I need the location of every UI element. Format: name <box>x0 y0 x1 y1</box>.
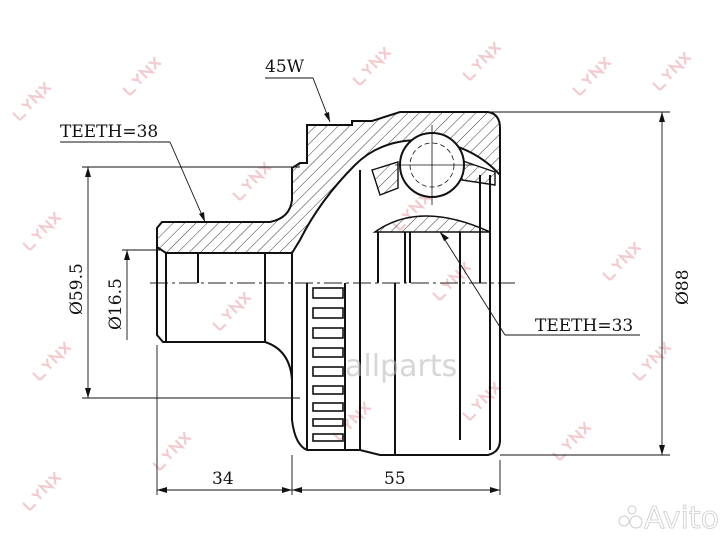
avito-dot-icon <box>618 515 630 527</box>
arrowheads <box>85 112 665 493</box>
diameter-88-label: Ø88 <box>673 269 693 305</box>
allparts-watermark: allparts <box>345 349 457 384</box>
length-55-label: 55 <box>384 469 406 489</box>
diameter-16-label: Ø16.5 <box>106 278 126 330</box>
outer-teeth-label: TEETH=38 <box>60 122 158 142</box>
avito-dot-icon <box>627 505 637 515</box>
avito-logo: Avito <box>618 501 719 536</box>
abs-ring <box>312 287 344 442</box>
avito-wordmark: Avito <box>644 501 719 536</box>
cage-left <box>371 161 399 196</box>
diameter-59-label: Ø59.5 <box>67 263 87 315</box>
seal-type-label: 45W <box>265 57 305 77</box>
housing-section <box>156 111 501 254</box>
length-34-label: 34 <box>212 469 234 489</box>
inner-teeth-label: TEETH=33 <box>535 316 633 336</box>
inner-race <box>372 215 491 233</box>
housing-outline <box>156 128 501 456</box>
avito-dot-icon <box>629 515 643 529</box>
